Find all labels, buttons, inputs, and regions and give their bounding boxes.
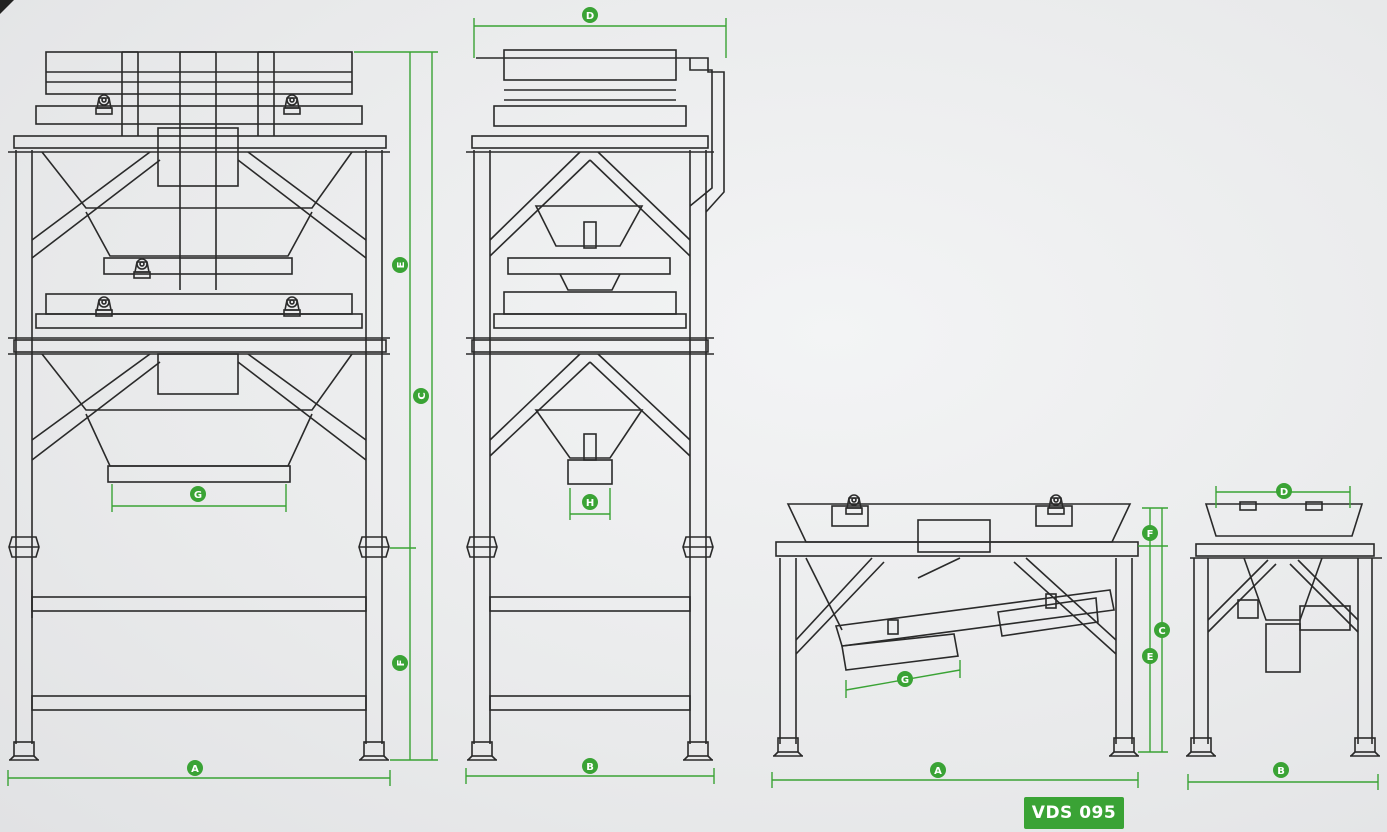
model-badge: VDS 095 xyxy=(1024,797,1124,829)
dim-marker-front-e: E xyxy=(392,257,408,273)
svg-text:D: D xyxy=(586,11,594,22)
dim-marker-low-front-f: F xyxy=(1142,525,1158,541)
dim-marker-front-f: F xyxy=(392,655,408,671)
low-side-view xyxy=(1185,501,1382,757)
side-view-dimensions xyxy=(465,18,727,784)
dim-marker-front-c: C xyxy=(413,388,429,404)
svg-text:G: G xyxy=(194,490,202,501)
svg-text:C: C xyxy=(1158,626,1165,637)
svg-text:A: A xyxy=(934,766,942,777)
dim-marker-side-b: B xyxy=(582,758,598,774)
svg-text:F: F xyxy=(1147,529,1154,540)
svg-text:E: E xyxy=(1147,652,1154,663)
svg-text:B: B xyxy=(586,762,594,773)
side-view xyxy=(466,49,725,761)
dim-marker-low-front-c: C xyxy=(1154,622,1170,638)
dim-marker-low-front-a: A xyxy=(930,762,946,778)
dim-marker-front-g: G xyxy=(190,486,206,502)
front-view xyxy=(8,51,390,761)
svg-text:H: H xyxy=(586,498,594,509)
dim-marker-low-front-e: E xyxy=(1142,648,1158,664)
front-view-dimensions xyxy=(7,51,438,786)
dim-marker-low-front-g: G xyxy=(897,671,913,687)
low-front-view xyxy=(772,494,1140,757)
svg-text:D: D xyxy=(1280,487,1288,498)
low-side-view-dimensions xyxy=(1187,486,1379,790)
svg-text:A: A xyxy=(191,764,199,775)
dim-marker-low-side-b: B xyxy=(1273,762,1289,778)
svg-text:E: E xyxy=(396,261,407,268)
svg-text:C: C xyxy=(417,392,428,399)
svg-text:G: G xyxy=(901,675,909,686)
dim-marker-front-a: A xyxy=(187,760,203,776)
dim-marker-low-side-d: D xyxy=(1276,483,1292,499)
dimension-markers: A C E F G D B H A F C E G D B xyxy=(187,7,1292,778)
dim-marker-side-h: H xyxy=(582,494,598,510)
corner-mark xyxy=(0,0,14,14)
svg-text:B: B xyxy=(1277,766,1285,777)
dim-marker-side-d: D xyxy=(582,7,598,23)
svg-text:F: F xyxy=(396,660,407,667)
